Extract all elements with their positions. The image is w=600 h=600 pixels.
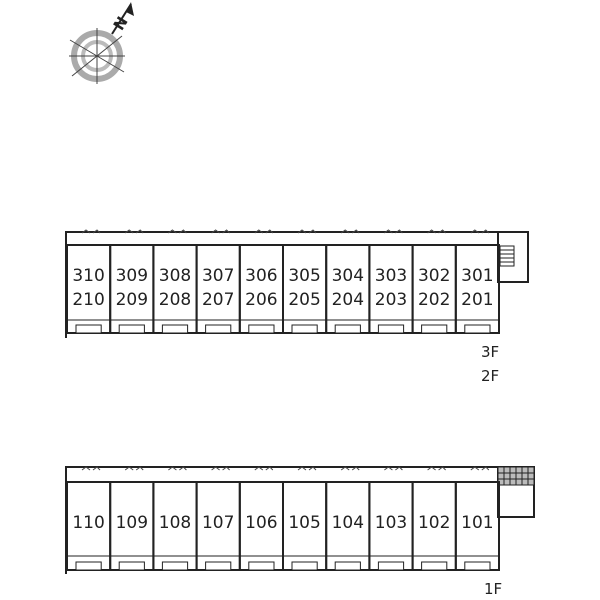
upper-building-block: 3102103092093082083072073062063052053042…: [65, 229, 529, 385]
unit-number: 207: [202, 290, 234, 310]
floor-label-2f: 2F: [481, 367, 499, 385]
unit-number: 201: [461, 290, 493, 310]
unit-number: 103: [375, 513, 407, 533]
unit-number: 106: [245, 513, 277, 533]
unit-number: 305: [288, 266, 320, 286]
unit-number: 110: [72, 513, 104, 533]
floor-label-1f: 1F: [484, 580, 502, 598]
unit-number: 209: [116, 290, 148, 310]
unit-cell: 102: [411, 466, 457, 571]
unit-number: 310: [72, 266, 104, 286]
unit-number: 205: [288, 290, 320, 310]
unit-number: 107: [202, 513, 234, 533]
compass-rose-icon: N: [69, 2, 134, 84]
unit-cell: 106: [238, 466, 285, 571]
unit-number: 307: [202, 266, 234, 286]
unit-number: 108: [159, 513, 191, 533]
unit-cell: 109: [109, 466, 155, 571]
unit-number: 206: [245, 290, 277, 310]
unit-cell: 104: [325, 466, 371, 571]
unit-number: 204: [332, 290, 364, 310]
unit-number: 303: [375, 266, 407, 286]
unit-cell: 108: [152, 466, 198, 571]
unit-number: 210: [72, 290, 104, 310]
unit-number: 203: [375, 290, 407, 310]
unit-number: 308: [159, 266, 191, 286]
unit-cell: 110: [66, 466, 112, 571]
floor-label-3f: 3F: [481, 343, 499, 361]
unit-cell: 107: [195, 466, 241, 571]
unit-number: 301: [461, 266, 493, 286]
staircase: [497, 231, 529, 283]
unit-number: 109: [116, 513, 148, 533]
unit-number: 105: [288, 513, 320, 533]
unit-number: 208: [159, 290, 191, 310]
unit-number: 302: [418, 266, 450, 286]
unit-cell: 103: [368, 466, 414, 571]
unit-number: 309: [116, 266, 148, 286]
unit-number: 304: [332, 266, 364, 286]
unit-number: 102: [418, 513, 450, 533]
unit-cell: 105: [282, 466, 328, 571]
unit-number: 202: [418, 290, 450, 310]
unit-number: 104: [332, 513, 364, 533]
compass-north-letter: N: [110, 13, 132, 33]
unit-number: 101: [461, 513, 493, 533]
staircase: [497, 466, 535, 518]
unit-number: 306: [245, 266, 277, 286]
unit-cell: 101: [454, 466, 500, 571]
lower-building-block: 110 109 108 107 106 105 104 103 102 101 1F: [65, 466, 535, 598]
